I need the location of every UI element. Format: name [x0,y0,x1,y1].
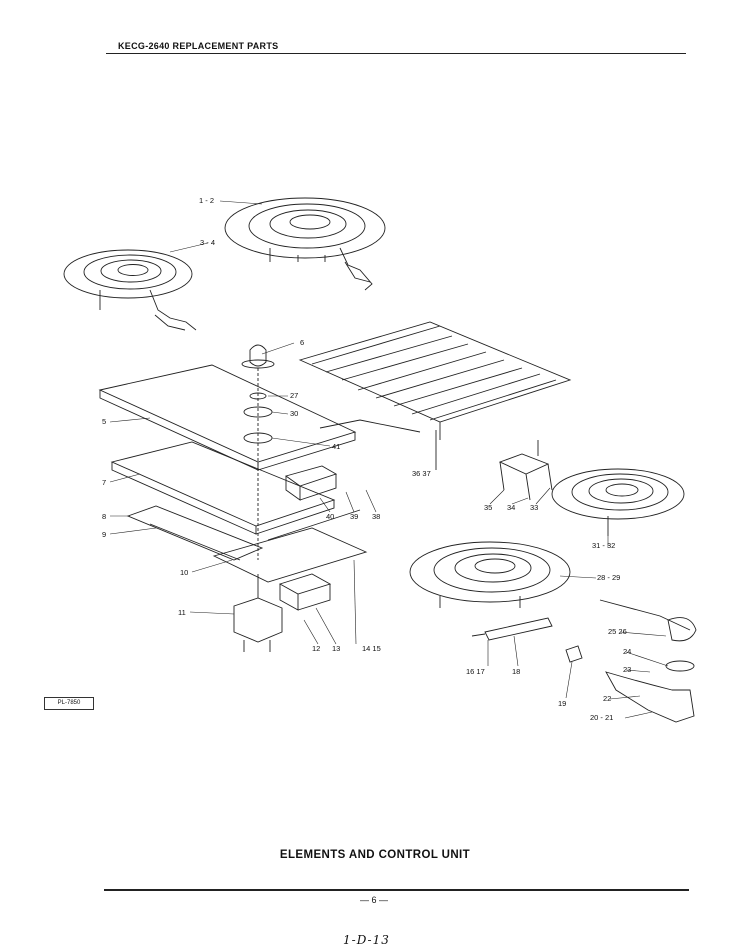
callout-28-29: 28 - 29 [597,573,620,582]
callout-20-21: 20 - 21 [590,713,613,722]
oven-bake-element [298,321,572,470]
surface-element-large-bottom [409,541,571,608]
surface-element-small-left [63,249,197,331]
callout-39: 39 [350,512,358,521]
header-rule [106,53,686,54]
callout-30: 30 [290,409,298,418]
page-number: — 6 — [360,895,389,905]
control-panel-lower [110,441,336,535]
callout-35: 35 [484,503,492,512]
receptacle-assembly [471,599,697,723]
callout-23: 23 [623,665,631,674]
callout-27: 27 [290,391,298,400]
knob-and-washers [241,344,275,560]
callout-36-37: 36 37 [412,469,431,478]
mounting-brackets [126,505,368,583]
callout-41: 41 [332,442,340,451]
callout-22: 22 [603,694,611,703]
callout-9: 9 [102,530,106,539]
infinite-switch [233,574,283,652]
surface-element-large-top [224,197,386,291]
callout-18: 18 [512,667,520,676]
callout-8: 8 [102,512,106,521]
callout-34: 34 [507,503,515,512]
diagram-caption: ELEMENTS AND CONTROL UNIT [279,849,471,861]
callout-6: 6 [300,338,304,347]
callout-7: 7 [102,478,106,487]
callout-1-2: 1 - 2 [199,196,214,205]
handwritten-note: 1-D-13 [343,933,390,947]
surface-element-small-right [551,468,685,536]
callout-10: 10 [180,568,188,577]
page-header-title: KECG-2640 REPLACEMENT PARTS [118,41,279,51]
terminal-block [278,573,332,611]
callout-16-17: 16 17 [466,667,485,676]
callout-11: 11 [178,608,186,617]
callout-12: 12 [312,644,320,653]
footer-rule [104,889,689,891]
callout-19: 19 [558,699,566,708]
callout-13: 13 [332,644,340,653]
stamp-label: PL-7850 [44,697,94,710]
control-panel-upper [98,364,357,471]
callout-38: 38 [372,512,380,521]
callout-33: 33 [530,503,538,512]
callout-5: 5 [102,417,106,426]
callout-25-26: 25 26 [608,627,627,636]
callout-14-15: 14 15 [362,644,381,653]
callout-31-32: 31 - 32 [592,541,615,550]
callout-40: 40 [326,512,334,521]
element-bracket [498,440,553,501]
switch-block [284,465,338,501]
callout-24: 24 [623,647,631,656]
callout-3-4: 3 - 4 [200,238,215,247]
